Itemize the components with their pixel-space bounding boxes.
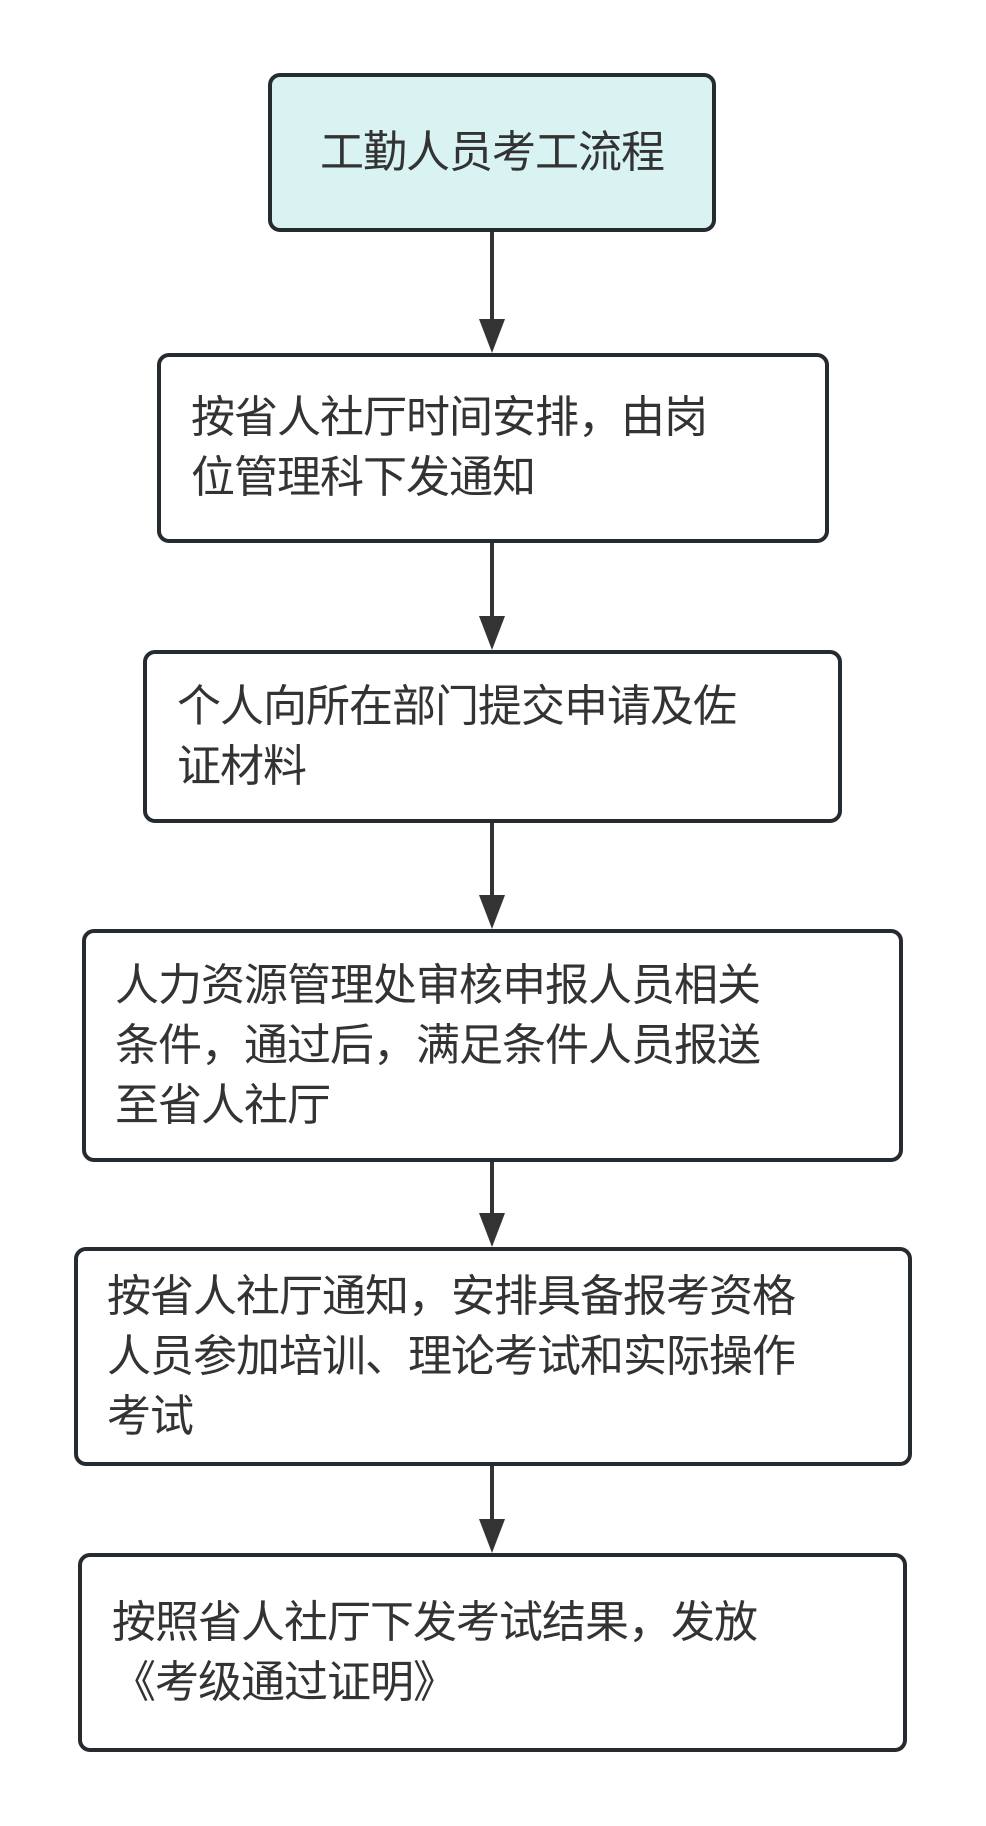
arrow-head-icon bbox=[479, 1519, 505, 1553]
node-text-line: 个人向所在部门提交申请及佐 bbox=[177, 680, 737, 732]
arrow-head-icon bbox=[479, 1213, 505, 1247]
arrow-head-icon bbox=[479, 616, 505, 650]
node-text-line: 考试 bbox=[107, 1390, 194, 1442]
arrow-head-icon bbox=[479, 319, 505, 353]
node-text-line: 人员参加培训、理论考试和实际操作 bbox=[107, 1330, 796, 1382]
arrow-head-icon bbox=[479, 895, 505, 929]
flow-node-issue-notice: 按省人社厅时间安排，由岗 位管理科下发通知 bbox=[157, 353, 829, 543]
node-text-line: 按省人社厅通知，安排具备报考资格 bbox=[107, 1270, 796, 1322]
node-text-line: 条件，通过后，满足条件人员报送 bbox=[115, 1019, 761, 1071]
flow-node-issue-certificate: 按照省人社厅下发考试结果，发放 《考级通过证明》 bbox=[78, 1553, 907, 1752]
node-text-line: 位管理科下发通知 bbox=[191, 452, 536, 503]
node-text-line: 按省人社厅时间安排，由岗 bbox=[191, 392, 708, 443]
node-text-line: 证材料 bbox=[177, 740, 307, 792]
node-text-line: 人力资源管理处审核申报人员相关 bbox=[115, 959, 761, 1011]
flow-node-submit-application: 个人向所在部门提交申请及佐 证材料 bbox=[143, 650, 842, 823]
node-text-line: 工勤人员考工流程 bbox=[320, 126, 665, 178]
node-text-line: 至省人社厅 bbox=[115, 1079, 331, 1131]
node-text-line: 按照省人社厅下发考试结果，发放 bbox=[112, 1596, 758, 1648]
flow-node-title: 工勤人员考工流程 bbox=[268, 73, 716, 232]
flow-node-training-exams: 按省人社厅通知，安排具备报考资格 人员参加培训、理论考试和实际操作 考试 bbox=[74, 1247, 912, 1466]
flow-node-hr-review: 人力资源管理处审核申报人员相关 条件，通过后，满足条件人员报送 至省人社厅 bbox=[82, 929, 903, 1162]
node-text-line: 《考级通过证明》 bbox=[112, 1656, 457, 1708]
